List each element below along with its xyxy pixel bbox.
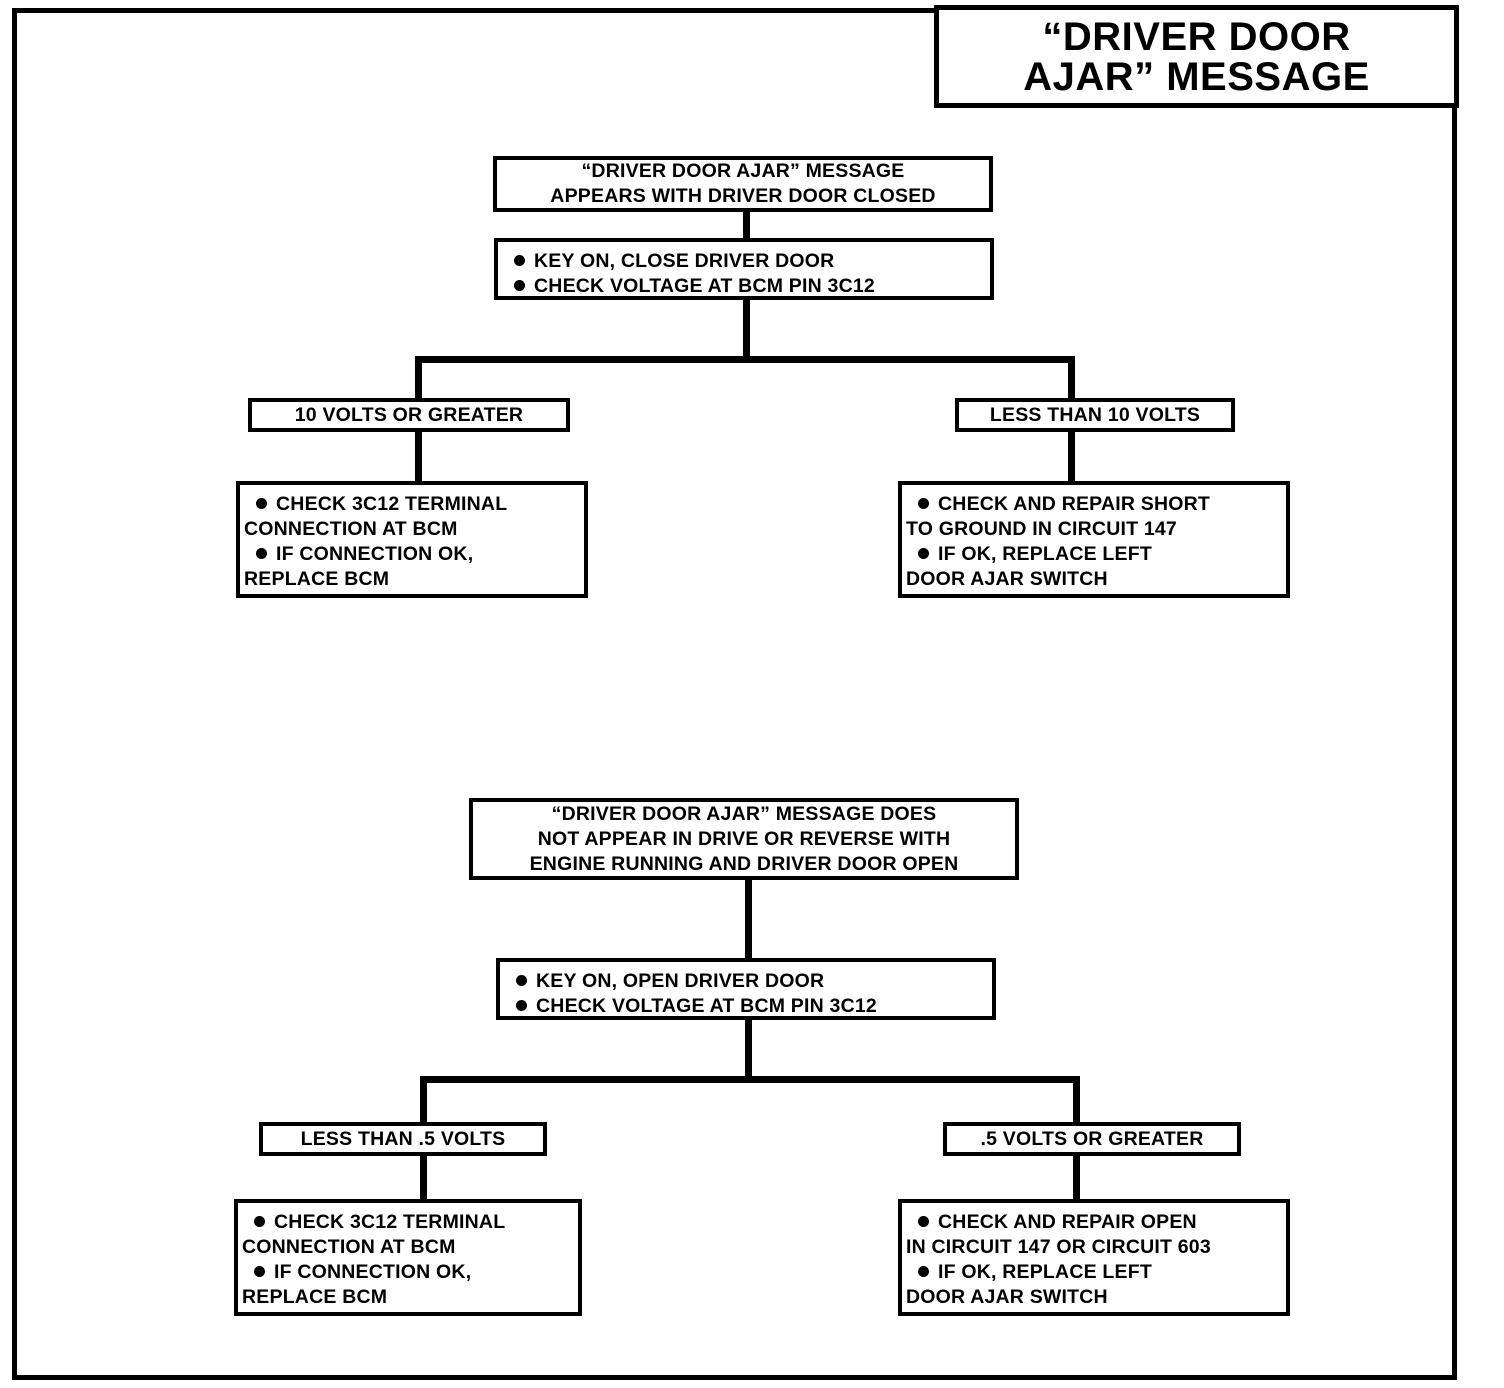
chart2-right-condition-box: .5 VOLTS OR GREATER [943,1122,1241,1156]
bullet-dot-icon [918,547,929,559]
chart2-left-condition-label: LESS THAN .5 VOLTS [300,1127,506,1150]
chart1-right-action-bullet-1-cont: TO GROUND IN CIRCUIT 147 [906,518,1177,540]
chart2-right-action-box: CHECK AND REPAIR OPEN IN CIRCUIT 147 OR … [898,1199,1290,1316]
chart1-right-condition-label: LESS THAN 10 VOLTS [989,403,1201,426]
chart2-fork-drop-left [420,1076,427,1122]
chart2-right-action-bullet-1-cont: IN CIRCUIT 147 OR CIRCUIT 603 [906,1236,1211,1258]
diagram-title-box: “DRIVER DOOR AJAR” MESSAGE [934,5,1459,108]
chart1-right-action-bullet-1: CHECK AND REPAIR SHORT [914,492,1286,517]
chart1-right-action-box: CHECK AND REPAIR SHORT TO GROUND IN CIRC… [898,481,1290,598]
chart1-fork-drop-right [1068,356,1075,400]
page-title-line-2: AJAR” MESSAGE [1023,54,1370,99]
chart1-fork-bar [415,356,1075,363]
chart2-right-condition-label: .5 VOLTS OR GREATER [980,1127,1204,1150]
chart1-right-condition-box: LESS THAN 10 VOLTS [955,398,1235,432]
bullet-dot-icon [514,279,525,291]
chart2-fork-stem [745,1018,752,1080]
chart1-test-box: KEY ON, CLOSE DRIVER DOOR CHECK VOLTAGE … [494,238,994,300]
bullet-dot-icon [918,1265,929,1277]
chart1-left-action-bullet-2-cont: REPLACE BCM [244,568,390,590]
chart2-symptom-line-1: “DRIVER DOOR AJAR” MESSAGE DOES [551,802,937,825]
chart2-fork-bar [420,1076,1080,1083]
chart1-test-bullet-1: KEY ON, CLOSE DRIVER DOOR [510,249,990,274]
chart1-connector-symptom-to-test [743,210,750,242]
chart2-test-bullet-1: KEY ON, OPEN DRIVER DOOR [512,969,992,994]
chart2-left-action-bullet-2: IF CONNECTION OK, [250,1260,578,1285]
bullet-dot-icon [514,254,525,266]
chart1-symptom-line-1: “DRIVER DOOR AJAR” MESSAGE [581,160,905,182]
chart2-left-action-bullet-1-cont: CONNECTION AT BCM [242,1236,456,1258]
chart1-right-connector [1068,430,1075,486]
bullet-dot-icon [516,999,527,1011]
chart1-left-action-box: CHECK 3C12 TERMINAL CONNECTION AT BCM IF… [236,481,588,598]
chart1-symptom-line-2: APPEARS WITH DRIVER DOOR CLOSED [550,185,936,207]
chart1-symptom-box: “DRIVER DOOR AJAR” MESSAGE APPEARS WITH … [493,156,993,212]
chart1-left-connector [415,430,422,486]
chart2-right-action-bullet-2-cont: DOOR AJAR SWITCH [906,1286,1108,1308]
chart2-left-condition-box: LESS THAN .5 VOLTS [259,1122,547,1156]
chart2-left-action-bullet-1: CHECK 3C12 TERMINAL [250,1210,578,1235]
chart2-test-bullet-2: CHECK VOLTAGE AT BCM PIN 3C12 [512,994,992,1019]
chart1-left-action-bullet-2: IF CONNECTION OK, [252,542,584,567]
chart2-left-action-box: CHECK 3C12 TERMINAL CONNECTION AT BCM IF… [234,1199,582,1316]
chart2-right-connector [1073,1154,1080,1204]
page-border [12,8,1457,1380]
bullet-dot-icon [918,1215,929,1227]
bullet-dot-icon [516,974,527,986]
chart2-symptom-line-3: ENGINE RUNNING AND DRIVER DOOR OPEN [529,852,959,875]
chart2-connector-symptom-to-test [745,878,752,960]
chart2-test-box: KEY ON, OPEN DRIVER DOOR CHECK VOLTAGE A… [496,958,996,1020]
chart1-left-action-bullet-1: CHECK 3C12 TERMINAL [252,492,584,517]
chart1-fork-drop-left [415,356,422,400]
chart1-fork-stem [743,298,750,360]
chart1-test-bullet-2: CHECK VOLTAGE AT BCM PIN 3C12 [510,274,990,299]
chart2-symptom-box: “DRIVER DOOR AJAR” MESSAGE DOES NOT APPE… [469,798,1019,880]
chart2-right-action-bullet-1: CHECK AND REPAIR OPEN [914,1210,1286,1235]
bullet-dot-icon [254,1215,265,1227]
chart2-symptom-line-2: NOT APPEAR IN DRIVE OR REVERSE WITH [537,827,951,850]
bullet-dot-icon [256,547,267,559]
chart1-left-action-bullet-1-cont: CONNECTION AT BCM [244,518,458,540]
bullet-dot-icon [254,1265,265,1277]
bullet-dot-icon [256,497,267,509]
chart2-left-action-bullet-2-cont: REPLACE BCM [242,1286,388,1308]
page-title-line-1: “DRIVER DOOR [1042,14,1351,59]
chart1-left-condition-label: 10 VOLTS OR GREATER [294,403,524,426]
chart2-left-connector [420,1154,427,1204]
chart1-right-action-bullet-2: IF OK, REPLACE LEFT [914,542,1286,567]
chart2-right-action-bullet-2: IF OK, REPLACE LEFT [914,1260,1286,1285]
chart1-right-action-bullet-2-cont: DOOR AJAR SWITCH [906,568,1108,590]
chart2-fork-drop-right [1073,1076,1080,1122]
bullet-dot-icon [918,497,929,509]
chart1-left-condition-box: 10 VOLTS OR GREATER [248,398,570,432]
